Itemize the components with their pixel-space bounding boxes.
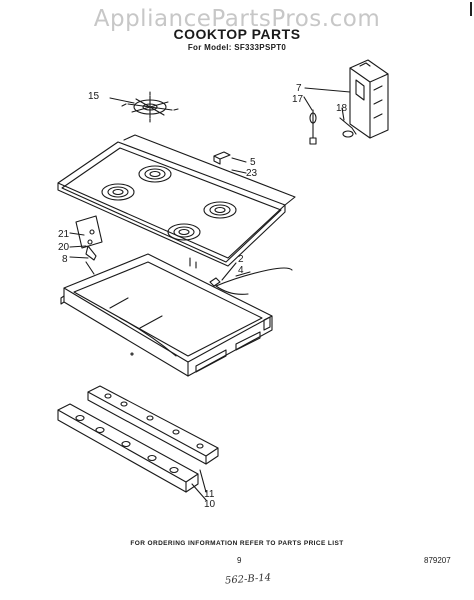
control-panel-trim-part	[57, 403, 199, 493]
callout-5: 5	[250, 157, 256, 168]
document-number: 879207	[424, 556, 451, 565]
callout-18: 18	[336, 103, 348, 114]
callout-15: 15	[88, 91, 100, 102]
igniter-part	[309, 109, 317, 145]
callout-20: 20	[58, 242, 70, 253]
burner-grate-part	[121, 91, 179, 123]
control-panel-part	[87, 385, 219, 465]
model-subtitle: For Model: SF333PSPT0	[187, 43, 287, 52]
clip-part	[213, 151, 247, 165]
page-title: COOKTOP PARTS	[173, 26, 301, 42]
callout-17: 17	[292, 94, 304, 105]
callout-10: 10	[204, 499, 216, 510]
page-number: 9	[237, 556, 242, 565]
callout-11: 11	[204, 489, 215, 500]
callout-21: 21	[58, 229, 70, 240]
cooktop-part	[57, 134, 296, 269]
gas-tube-part	[209, 267, 293, 295]
watermark: AppliancePartsPros.com	[93, 6, 381, 32]
ordering-info-footer: FOR ORDERING INFORMATION REFER TO PARTS …	[130, 540, 344, 547]
burner-bracket-part	[75, 215, 103, 261]
callout-4: 4	[238, 265, 244, 276]
callout-23: 23	[246, 168, 258, 179]
callout-2: 2	[238, 254, 244, 265]
electrode-part	[339, 117, 357, 138]
valve-bracket-part	[349, 59, 389, 139]
callout-8: 8	[62, 254, 68, 265]
callout-7: 7	[296, 83, 302, 94]
corner-mark	[470, 2, 472, 16]
burner-box-part	[60, 253, 273, 377]
